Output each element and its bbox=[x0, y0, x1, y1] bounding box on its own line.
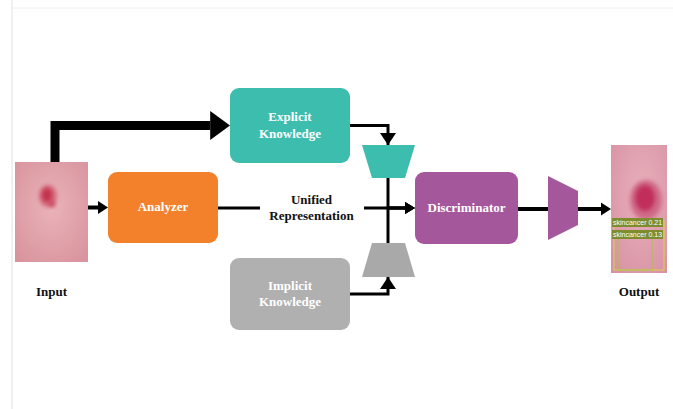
detection-label: skincancer 0.21 bbox=[612, 218, 663, 227]
box-label: Discriminator bbox=[428, 200, 506, 216]
output-funnel bbox=[548, 176, 578, 240]
arrow-head bbox=[98, 201, 108, 214]
fusion-funnel bbox=[362, 145, 415, 178]
output-photo bbox=[611, 145, 667, 273]
arrow-head bbox=[405, 202, 415, 214]
frame-line bbox=[12, 0, 13, 409]
process-box: Analyzer bbox=[108, 172, 218, 243]
detection-label-slot: skincancer 0.21 bbox=[612, 211, 663, 229]
box-label-slot: Discriminator bbox=[428, 200, 506, 216]
arrow-head bbox=[405, 202, 415, 214]
detection-label: skincancer 0.13 bbox=[612, 230, 663, 239]
arrow-head bbox=[601, 203, 611, 216]
output-image: Outputskincancer 0.21skincancer 0.13 bbox=[611, 145, 667, 273]
box-label: Analyzer bbox=[138, 199, 189, 215]
image-caption-slot: Output bbox=[581, 282, 673, 300]
detection-box bbox=[614, 221, 664, 270]
box-label: Explicit Knowledge bbox=[249, 109, 331, 142]
arrow-head bbox=[405, 202, 415, 214]
box-label: Implicit Knowledge bbox=[249, 278, 331, 311]
knowledge-box: Implicit Knowledge bbox=[230, 258, 350, 330]
box-label-slot: Implicit Knowledge bbox=[249, 278, 331, 311]
connector-group bbox=[88, 201, 108, 214]
input-photo bbox=[15, 162, 88, 262]
input-image: Input bbox=[15, 162, 88, 262]
image-caption: Output bbox=[619, 284, 659, 300]
edge-label-slot: Unified Representation bbox=[260, 191, 364, 226]
frame-line bbox=[12, 8, 673, 9]
knowledge-box: Explicit Knowledge bbox=[230, 88, 350, 163]
fusion-funnel bbox=[362, 243, 415, 277]
box-label-slot: Explicit Knowledge bbox=[249, 109, 331, 142]
connector bbox=[88, 206, 98, 210]
process-box: Discriminator bbox=[415, 172, 518, 244]
image-caption: Input bbox=[36, 284, 67, 300]
edge-label: Unified Representation bbox=[260, 191, 364, 226]
arrow-head bbox=[210, 111, 230, 140]
connector-group bbox=[55, 111, 230, 162]
box-label-slot: Analyzer bbox=[138, 199, 189, 215]
arrow-head bbox=[380, 277, 396, 289]
arrow-head bbox=[380, 133, 396, 145]
connector bbox=[55, 126, 210, 163]
image-caption-slot: Input bbox=[0, 282, 118, 300]
